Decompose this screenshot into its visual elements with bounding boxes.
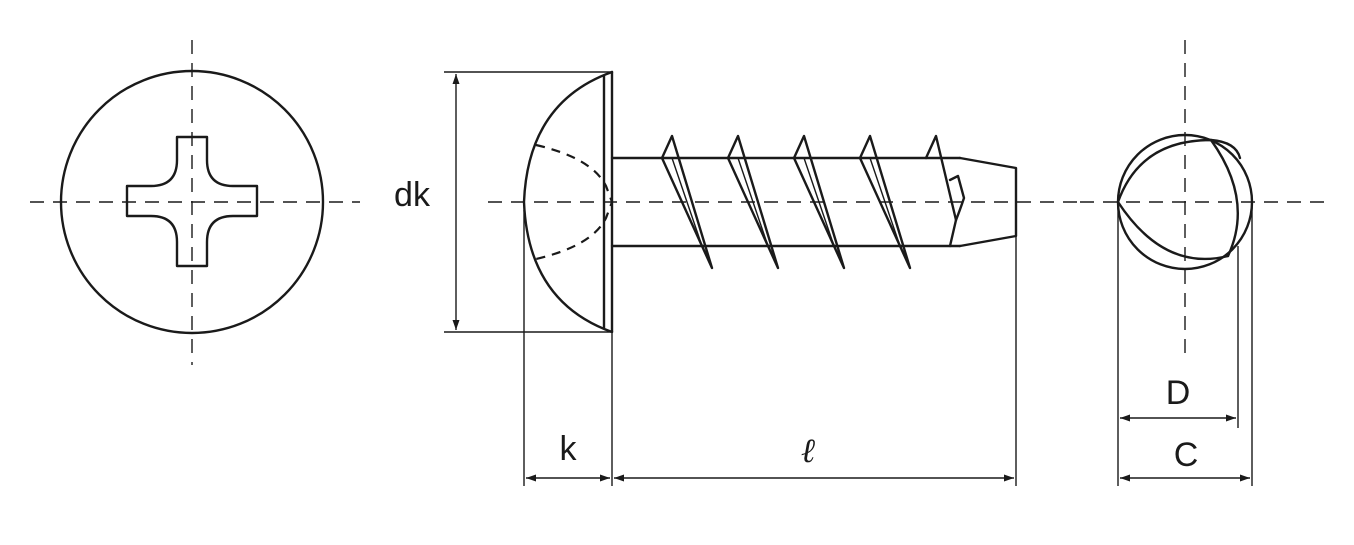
thread-root-1 [671, 157, 703, 247]
shank-tip [958, 156, 1018, 248]
thread-crest-3 [792, 134, 846, 270]
length-label: ℓ [801, 431, 815, 471]
trilobular-lobe-top [1116, 138, 1242, 204]
thread-crest-2 [726, 134, 780, 270]
head-outline-circle [59, 69, 325, 335]
screw-end-view: D C [1080, 40, 1330, 486]
head-top-view [30, 40, 360, 365]
tip-flute [948, 174, 966, 222]
d-label: D [1166, 374, 1191, 412]
thread-root-2 [737, 157, 769, 247]
truss-head-profile [522, 70, 614, 334]
phillips-recess-icon [125, 135, 259, 268]
screw-side-view: dk k ℓ [394, 70, 1080, 486]
dk-label: dk [394, 176, 431, 214]
c-label: C [1174, 436, 1199, 474]
recess-hidden-line [535, 143, 614, 261]
thread-crest-5 [924, 134, 958, 248]
trilobular-lobe-side [1209, 138, 1239, 258]
thread-crest-4 [858, 134, 912, 270]
trilobular-lobe-bottom [1116, 200, 1230, 261]
thread-crest-1 [660, 134, 714, 270]
thread-root-3 [803, 157, 835, 247]
thread-root-4 [869, 157, 901, 247]
k-label: k [560, 430, 578, 468]
